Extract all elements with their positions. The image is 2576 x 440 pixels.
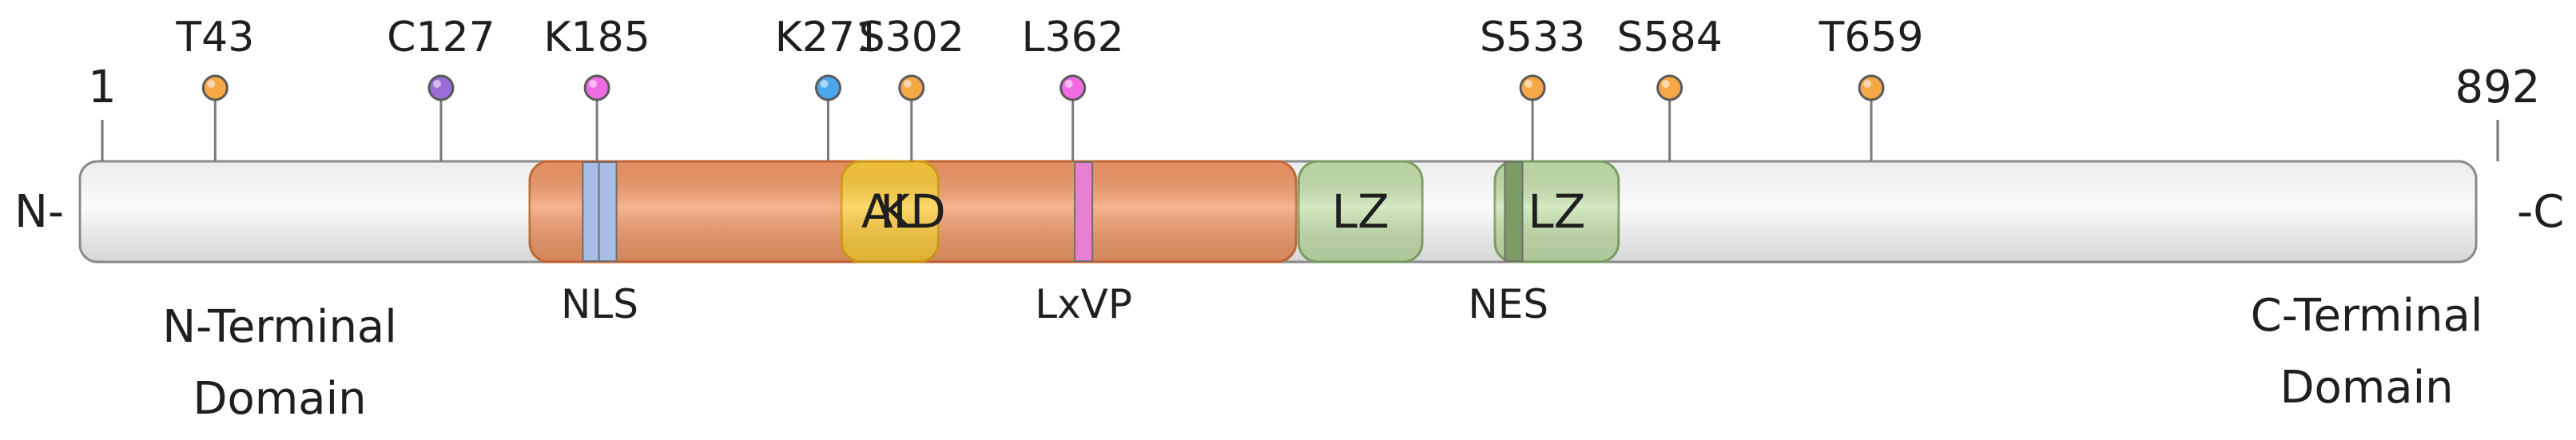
site-k271: K271 (775, 14, 881, 161)
motif-nes-stripe (1504, 161, 1524, 262)
site-l362-marker (1059, 74, 1087, 101)
site-t43-highlight (207, 80, 216, 88)
c-terminus-label: -C (2517, 186, 2564, 238)
site-l362-label: L362 (1022, 14, 1124, 61)
domain-lz1 (1297, 160, 1424, 264)
n-terminal-domain-label-line1: N-Terminal (162, 301, 397, 353)
site-k185-highlight (589, 80, 598, 88)
start-label: 1 (88, 61, 117, 113)
site-t659-label: T659 (1819, 14, 1924, 61)
motif-labels-layer: NLS LxVP NES (561, 281, 1548, 327)
site-s533-label: S533 (1480, 14, 1585, 61)
site-t43-label: T43 (175, 14, 254, 61)
site-k271-highlight (820, 80, 829, 88)
domain-lz1-label: LZ (1332, 184, 1389, 239)
site-c127: C127 (387, 14, 495, 161)
site-t659: T659 (1819, 14, 1924, 161)
motif-nls-1-stripe (582, 161, 602, 262)
domains-layer (528, 160, 1620, 264)
n-terminal-domain-label-line2: Domain (193, 373, 366, 425)
site-t43: T43 (175, 14, 254, 161)
site-c127-label: C127 (387, 14, 495, 61)
domain-al-shade (841, 161, 939, 262)
site-k271-label: K271 (775, 14, 881, 61)
site-l362-highlight (1064, 80, 1073, 88)
motif-nls-label: NLS (561, 281, 638, 327)
domain-lz2 (1493, 160, 1620, 264)
site-s302-marker (898, 74, 925, 101)
domain-lz1-shade (1298, 161, 1423, 262)
site-k185: K185 (543, 14, 650, 161)
c-terminal-domain-label-line1: C-Terminal (2251, 290, 2483, 342)
site-c127-highlight (432, 80, 441, 88)
motifs-layer (582, 161, 1524, 262)
motif-lxvp-label: LxVP (1035, 281, 1132, 327)
site-s533-highlight (1525, 80, 1533, 88)
site-k185-label: K185 (543, 14, 650, 61)
domain-kd-label: KD (880, 184, 946, 239)
c-terminal-domain-label-line2: Domain (2280, 362, 2453, 414)
end-label: 892 (2455, 61, 2541, 113)
n-terminus-label: N- (14, 186, 64, 238)
domain-lz2-shade (1494, 161, 1619, 262)
site-s584-highlight (1661, 80, 1670, 88)
site-s584-marker (1656, 74, 1684, 101)
motif-nls-2-stripe (598, 161, 618, 262)
site-t659-marker (1858, 74, 1885, 101)
domain-al (840, 160, 940, 264)
site-t43-marker (201, 74, 229, 101)
site-c127-marker (427, 74, 455, 101)
site-s302: S302 (859, 14, 964, 161)
site-s584-label: S584 (1617, 14, 1723, 61)
site-s584: S584 (1617, 14, 1723, 161)
site-s302-highlight (903, 80, 912, 88)
motif-nes-label: NES (1468, 281, 1548, 327)
site-k271-marker (814, 74, 841, 101)
motif-lxvp-stripe (1074, 161, 1094, 262)
site-s302-label: S302 (859, 14, 964, 61)
site-s533: S533 (1480, 14, 1585, 161)
site-s533-marker (1519, 74, 1546, 101)
site-l362: L362 (1022, 14, 1124, 161)
site-k185-marker (583, 74, 610, 101)
domain-lz2-label: LZ (1528, 184, 1585, 239)
domain-al-label: AL (861, 184, 919, 239)
site-t659-highlight (1863, 80, 1872, 88)
